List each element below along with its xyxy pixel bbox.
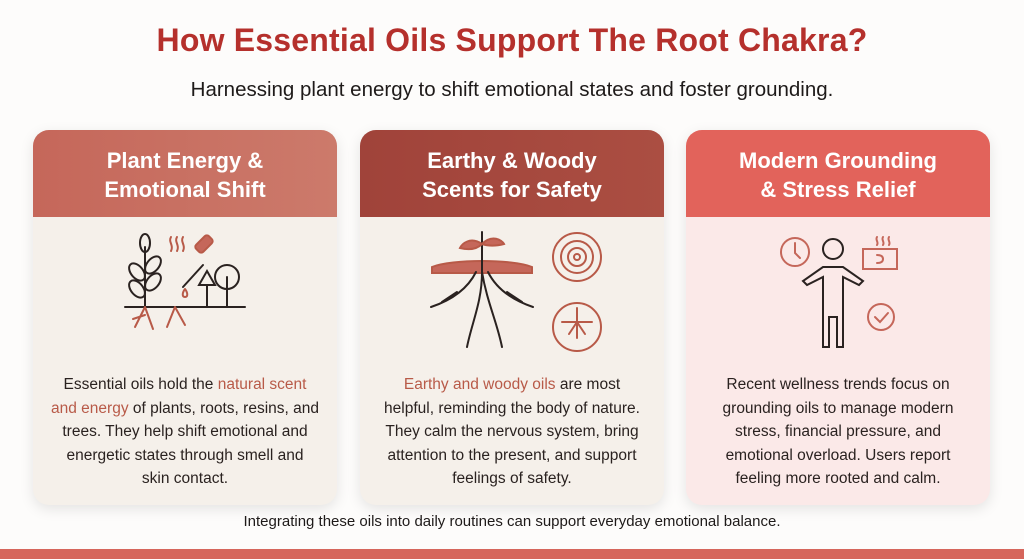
- text-highlight: Earthy and woody oils: [403, 376, 556, 393]
- page-subtitle: Harnessing plant energy to shift emotion…: [190, 78, 834, 101]
- card-plant-energy: Plant Energy & Emotional Shift Essential …: [33, 130, 337, 505]
- plant-dropper-icon: [33, 217, 337, 367]
- card-body-text: Recent wellness trends focus on groundin…: [686, 373, 990, 491]
- heading-line: Modern Grounding: [739, 148, 937, 173]
- bottom-accent-bar: [0, 549, 1024, 559]
- text-segment: Recent wellness trends focus on groundin…: [722, 376, 954, 487]
- roots-icon: [360, 217, 664, 367]
- footer-note: Integrating these oils into daily routin…: [243, 513, 781, 530]
- card-heading: Modern Grounding & Stress Relief: [686, 130, 990, 217]
- text-segment: are most helpful, reminding the body of …: [384, 376, 640, 487]
- card-body-text: Earthy and woody oils are most helpful, …: [360, 373, 664, 491]
- text-segment: of plants, roots, resins, and trees. The…: [62, 399, 319, 488]
- text-segment: Essential oils hold the: [63, 376, 218, 393]
- card-body-text: Essential oils hold the natural scent an…: [33, 373, 337, 491]
- card-heading: Plant Energy & Emotional Shift: [33, 130, 337, 217]
- heading-line: Plant Energy &: [106, 148, 264, 173]
- heading-line: Emotional Shift: [104, 177, 266, 202]
- heading-line: & Stress Relief: [760, 177, 916, 202]
- heading-line: Earthy & Woody: [427, 148, 597, 173]
- grounded-person-icon: [686, 217, 990, 367]
- page-title: How Essential Oils Support The Root Chak…: [156, 22, 868, 58]
- card-modern-grounding: Modern Grounding & Stress Relief Recent w…: [686, 130, 990, 505]
- heading-line: Scents for Safety: [422, 177, 602, 202]
- text-highlight: natural scent and energy: [51, 376, 307, 417]
